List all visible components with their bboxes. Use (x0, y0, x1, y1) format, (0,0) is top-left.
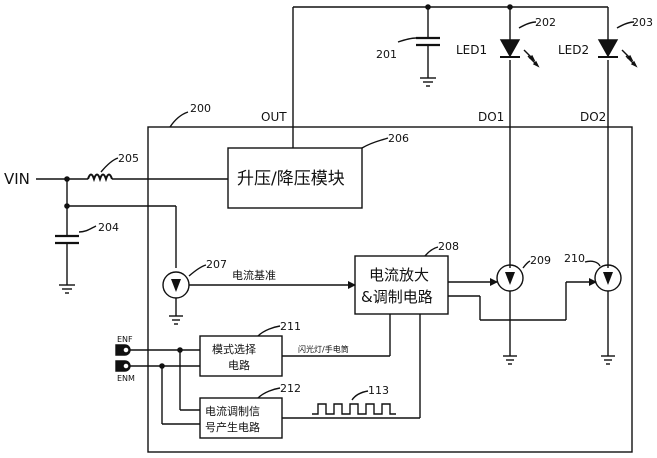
led1-diode (499, 21, 540, 68)
do1-pin-label: DO1 (478, 110, 504, 124)
ref-amp: 208 (438, 240, 459, 253)
enf-label: ENF (117, 335, 133, 344)
ref-led2: 203 (632, 16, 653, 29)
ref-inductor: 205 (118, 152, 139, 165)
current-ref-label: 电流基准 (232, 268, 276, 282)
amp-block-label-1: 电流放大 (369, 266, 429, 284)
mode-signal-label: 闪光灯/手电筒 (298, 344, 349, 354)
amp-block (354, 255, 449, 315)
mode-block-label-2: 电路 (228, 359, 250, 372)
boost-block (227, 147, 363, 209)
enm-label: ENM (117, 374, 135, 383)
boost-block-label: 升压/降压模块 (237, 169, 345, 189)
amp-block-label-2: &调制电路 (361, 288, 433, 306)
led2-diode (597, 21, 638, 68)
out-pin-label: OUT (261, 110, 287, 124)
ref-wave: 113 (368, 384, 389, 397)
ref-mode: 211 (280, 320, 301, 333)
ref-led1: 202 (535, 16, 556, 29)
ref-pwm: 212 (280, 382, 301, 395)
vin-label: VIN (4, 170, 30, 188)
ref-cap-out: 201 (376, 48, 397, 61)
mode-block-label-1: 模式选择 (212, 342, 256, 356)
ref-ref-src: 207 (206, 258, 227, 271)
led1-label: LED1 (456, 43, 487, 57)
ref-chip: 200 (190, 102, 211, 115)
led2-label: LED2 (558, 43, 589, 57)
ref-cs2: 210 (564, 252, 585, 265)
pwm-block-label-1: 电流调制信 (205, 404, 260, 418)
square-wave (312, 403, 396, 415)
ref-cs1: 209 (530, 254, 551, 267)
ref-cap-in: 204 (98, 221, 119, 234)
ref-boost: 206 (388, 132, 409, 145)
pwm-block-label-2: 号产生电路 (205, 420, 260, 434)
do2-pin-label: DO2 (580, 110, 606, 124)
chip-outline (147, 126, 633, 453)
